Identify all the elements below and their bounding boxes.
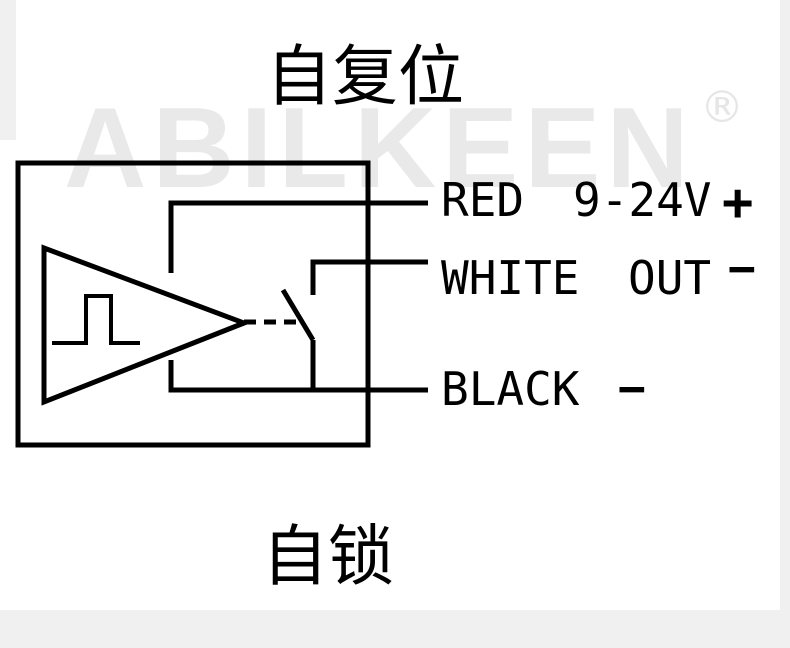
minus-polarity-icon: − [618, 361, 646, 415]
white-wire-function: OUT [628, 251, 711, 305]
registered-mark: ® [700, 82, 744, 133]
right-edge-band [780, 0, 790, 610]
white-wire-line [310, 259, 428, 295]
plus-polarity-icon: + [722, 173, 753, 233]
title-self-lock: 自锁 [262, 518, 394, 595]
amplifier-triangle [41, 244, 251, 406]
footer-band [0, 610, 790, 648]
sensor-housing [15, 160, 371, 448]
red-wire-voltage: 9-24V [573, 173, 711, 227]
minus-polarity-icon: − [728, 241, 756, 295]
black-wire-line [168, 360, 428, 393]
pulse-waveform-icon [52, 294, 140, 345]
white-wire-label: WHITE [441, 251, 579, 305]
left-edge-band [0, 0, 16, 140]
red-wire-label: RED [441, 173, 524, 227]
black-wire-label: BLACK [441, 362, 580, 416]
switch-contact [280, 288, 316, 342]
title-self-reset: 自复位 [266, 38, 464, 115]
red-wire-line [168, 200, 428, 273]
brand-watermark: ABILKEEN [64, 85, 695, 212]
